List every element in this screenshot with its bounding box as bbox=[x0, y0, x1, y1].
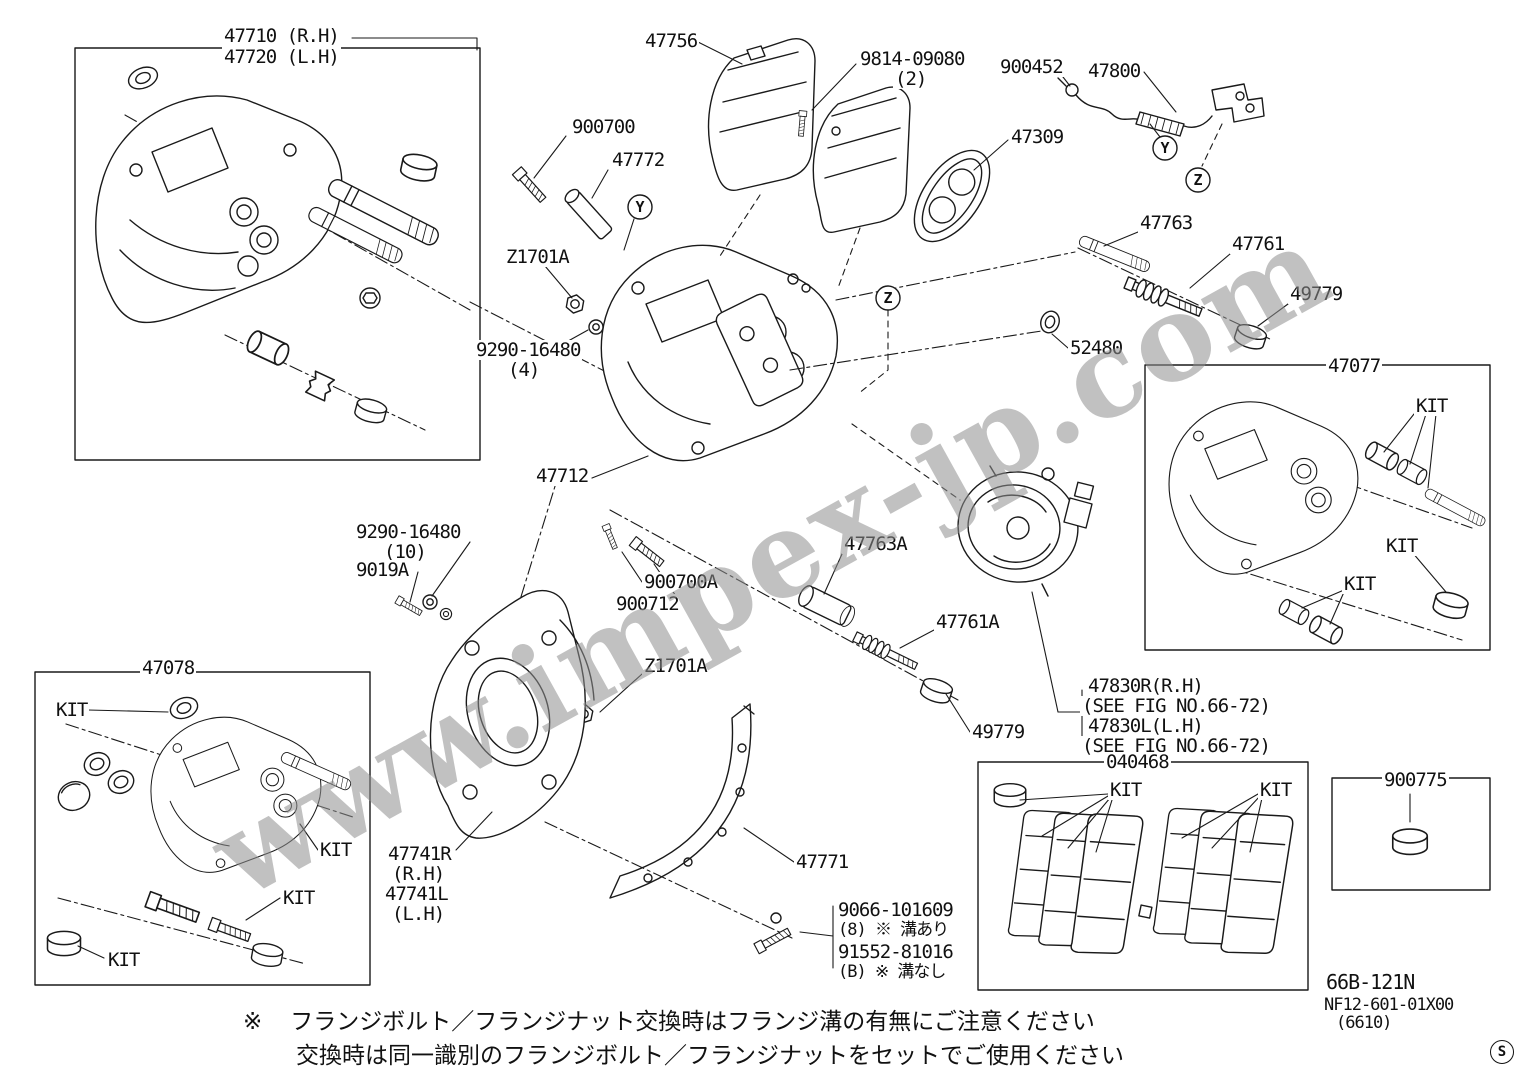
part-label-z1701a: Z1701A bbox=[504, 246, 571, 268]
part-label-47800: 47800 bbox=[1086, 60, 1143, 82]
part-label-47741r: 47741R bbox=[386, 843, 453, 865]
note-reference-mark: ※ bbox=[243, 1009, 263, 1035]
part-label-49779-2: 49779 bbox=[970, 721, 1027, 743]
part-label-47761: 47761 bbox=[1230, 233, 1287, 255]
kit-label: KIT bbox=[1108, 779, 1144, 801]
box-label-900775: 900775 bbox=[1382, 769, 1449, 791]
part-label-47771: 47771 bbox=[794, 851, 851, 873]
part-label-47756: 47756 bbox=[643, 30, 700, 52]
part-label-z1701a-2: Z1701A bbox=[642, 655, 709, 677]
caution-note-line2: 交換時は同一識別のフランジボルト／フランジナットをセットでご使用ください bbox=[296, 1036, 1124, 1070]
part-label-9066-101609: 9066-101609 bbox=[836, 899, 955, 921]
part-label-49779: 49779 bbox=[1288, 283, 1345, 305]
part-label-47710: 47710 (R.H) bbox=[222, 25, 341, 47]
part-label-47830r: 47830R(R.H) bbox=[1086, 675, 1205, 697]
kit-label: KIT bbox=[54, 699, 90, 721]
torque-plate-47741 bbox=[429, 589, 595, 851]
assembly-box-47710 bbox=[74, 37, 481, 461]
svg-text:Z: Z bbox=[1193, 171, 1202, 189]
svg-text:Y: Y bbox=[1160, 139, 1169, 157]
part-label-52480: 52480 bbox=[1068, 337, 1125, 359]
caliper-47712 bbox=[469, 244, 961, 701]
figure-code: 66B-121N bbox=[1324, 970, 1417, 994]
box-label-47077: 47077 bbox=[1326, 355, 1383, 377]
part-ref-47830l: (SEE FIG NO.66-72) bbox=[1080, 735, 1272, 757]
callout-z-wire: Z bbox=[1185, 167, 1211, 193]
part-label-9814-09080: 9814-09080 bbox=[858, 48, 967, 70]
part-qty-9814-09080: (2) bbox=[893, 68, 929, 90]
callout-z-main: Z bbox=[857, 285, 901, 395]
callout-y-wire: Y bbox=[1152, 135, 1178, 161]
part-note-91552-81016: (B) ※ 溝なし bbox=[836, 962, 948, 982]
part-label-47720: 47720 (L.H) bbox=[222, 46, 341, 68]
cap-box-900775 bbox=[1331, 777, 1491, 891]
slide-pins-right bbox=[789, 234, 1273, 371]
part-label-47830l: 47830L(L.H) bbox=[1086, 715, 1205, 737]
actuator-47830 bbox=[957, 465, 1095, 749]
kit-label: KIT bbox=[281, 887, 317, 909]
kit-label: KIT bbox=[318, 839, 354, 861]
kit-label: KIT bbox=[106, 949, 142, 971]
callout-y-main: Y bbox=[623, 194, 653, 251]
catalog-code: NF12-601-01X00 bbox=[1322, 995, 1456, 1015]
fasteners-top bbox=[511, 166, 613, 335]
part-qty-9290-16480-10: (10) bbox=[382, 541, 428, 563]
part-note-9066-101609: (8) ※ 溝あり bbox=[836, 920, 951, 940]
kit-label: KIT bbox=[1414, 395, 1450, 417]
page-s-mark: S bbox=[1490, 1040, 1514, 1064]
part-label-47761a: 47761A bbox=[934, 611, 1001, 633]
box-label-47078: 47078 bbox=[140, 657, 197, 679]
leader-lines bbox=[409, 41, 1289, 863]
part-label-9290-16480-10: 9290-16480 bbox=[354, 521, 463, 543]
part-label-900712: 900712 bbox=[614, 593, 681, 615]
part-label-47763a: 47763A bbox=[842, 533, 909, 555]
part-label-47772: 47772 bbox=[610, 149, 667, 171]
part-label-900700a: 900700A bbox=[642, 571, 720, 593]
mount-hardware bbox=[394, 523, 955, 726]
part-ref-47830r: (SEE FIG NO.66-72) bbox=[1080, 695, 1272, 717]
part-label-900700: 900700 bbox=[570, 116, 637, 138]
kit-label: KIT bbox=[1342, 573, 1378, 595]
note-text-line2: 交換時は同一識別のフランジボルト／フランジナットをセットでご使用ください bbox=[296, 1043, 1124, 1069]
note-text-line1: フランジボルト／フランジナット交換時はフランジ溝の有無にご注意ください bbox=[290, 1009, 1095, 1035]
part-label-91552-81016: 91552-81016 bbox=[836, 941, 955, 963]
kit-label: KIT bbox=[1384, 535, 1420, 557]
assembly-box-47077 bbox=[1144, 364, 1491, 651]
part-label-9290-16480-4: 9290-16480 bbox=[474, 339, 583, 361]
pad-47756 bbox=[707, 38, 911, 289]
plate-47309 bbox=[913, 149, 991, 243]
part-side-47741l: (L.H) bbox=[390, 903, 447, 925]
part-label-9019a: 9019A bbox=[354, 559, 411, 581]
catalog-code-suffix: (6610) bbox=[1334, 1013, 1394, 1033]
svg-text:Y: Y bbox=[635, 198, 644, 216]
part-label-47309: 47309 bbox=[1009, 126, 1066, 148]
kit-label: KIT bbox=[1258, 779, 1294, 801]
part-label-47712: 47712 bbox=[534, 465, 591, 487]
wire-47800 bbox=[1057, 77, 1265, 167]
assembly-box-47078 bbox=[34, 671, 371, 986]
svg-text:Z: Z bbox=[883, 289, 892, 307]
part-label-47741l: 47741L bbox=[383, 883, 450, 905]
part-qty-9290-16480-4: (4) bbox=[506, 359, 542, 381]
part-label-900452: 900452 bbox=[998, 56, 1065, 78]
caution-note-line1: ※ フランジボルト／フランジナット交換時はフランジ溝の有無にご注意ください bbox=[243, 1002, 1095, 1036]
flange-bolt bbox=[753, 905, 834, 969]
part-side-47741r: (R.H) bbox=[390, 863, 447, 885]
part-label-47763: 47763 bbox=[1138, 212, 1195, 234]
dust-shield-47771 bbox=[544, 703, 793, 939]
box-label-040468: 040468 bbox=[1104, 751, 1171, 773]
